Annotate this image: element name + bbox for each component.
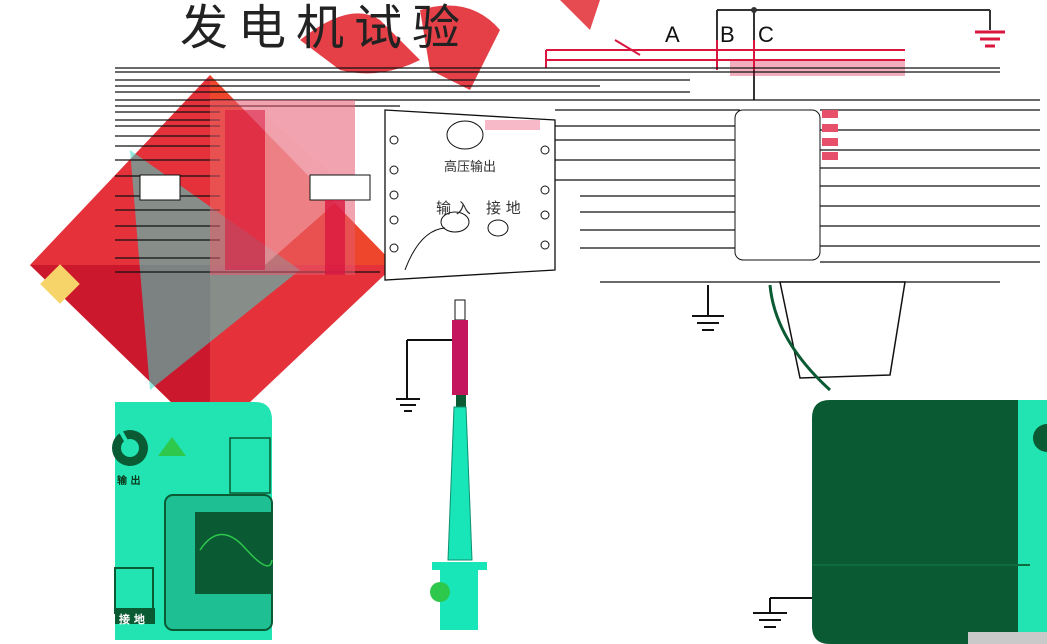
diagram-title: 发电机试验 xyxy=(180,0,471,56)
panel-ground-label: 接 地 xyxy=(486,199,521,217)
ground-symbol-bottom xyxy=(753,612,787,628)
device-output-label: 输 出 xyxy=(117,476,141,487)
dark-green-device xyxy=(769,400,1047,644)
ground-symbol-middle xyxy=(692,285,724,331)
ground-symbol-top-right xyxy=(975,30,1005,48)
ground-bus xyxy=(716,7,991,100)
generator-machine xyxy=(115,67,1040,392)
hv-output-label: 高压输出 xyxy=(444,160,497,175)
teal-test-instrument xyxy=(112,402,273,640)
phase-label-c: C xyxy=(758,22,774,47)
device-ground-label: 接 地 xyxy=(119,613,145,626)
hv-probe xyxy=(396,299,487,630)
phase-label-b: B xyxy=(720,22,735,47)
input-label: 输 入 xyxy=(436,199,471,217)
phase-label-a: A xyxy=(665,22,680,47)
